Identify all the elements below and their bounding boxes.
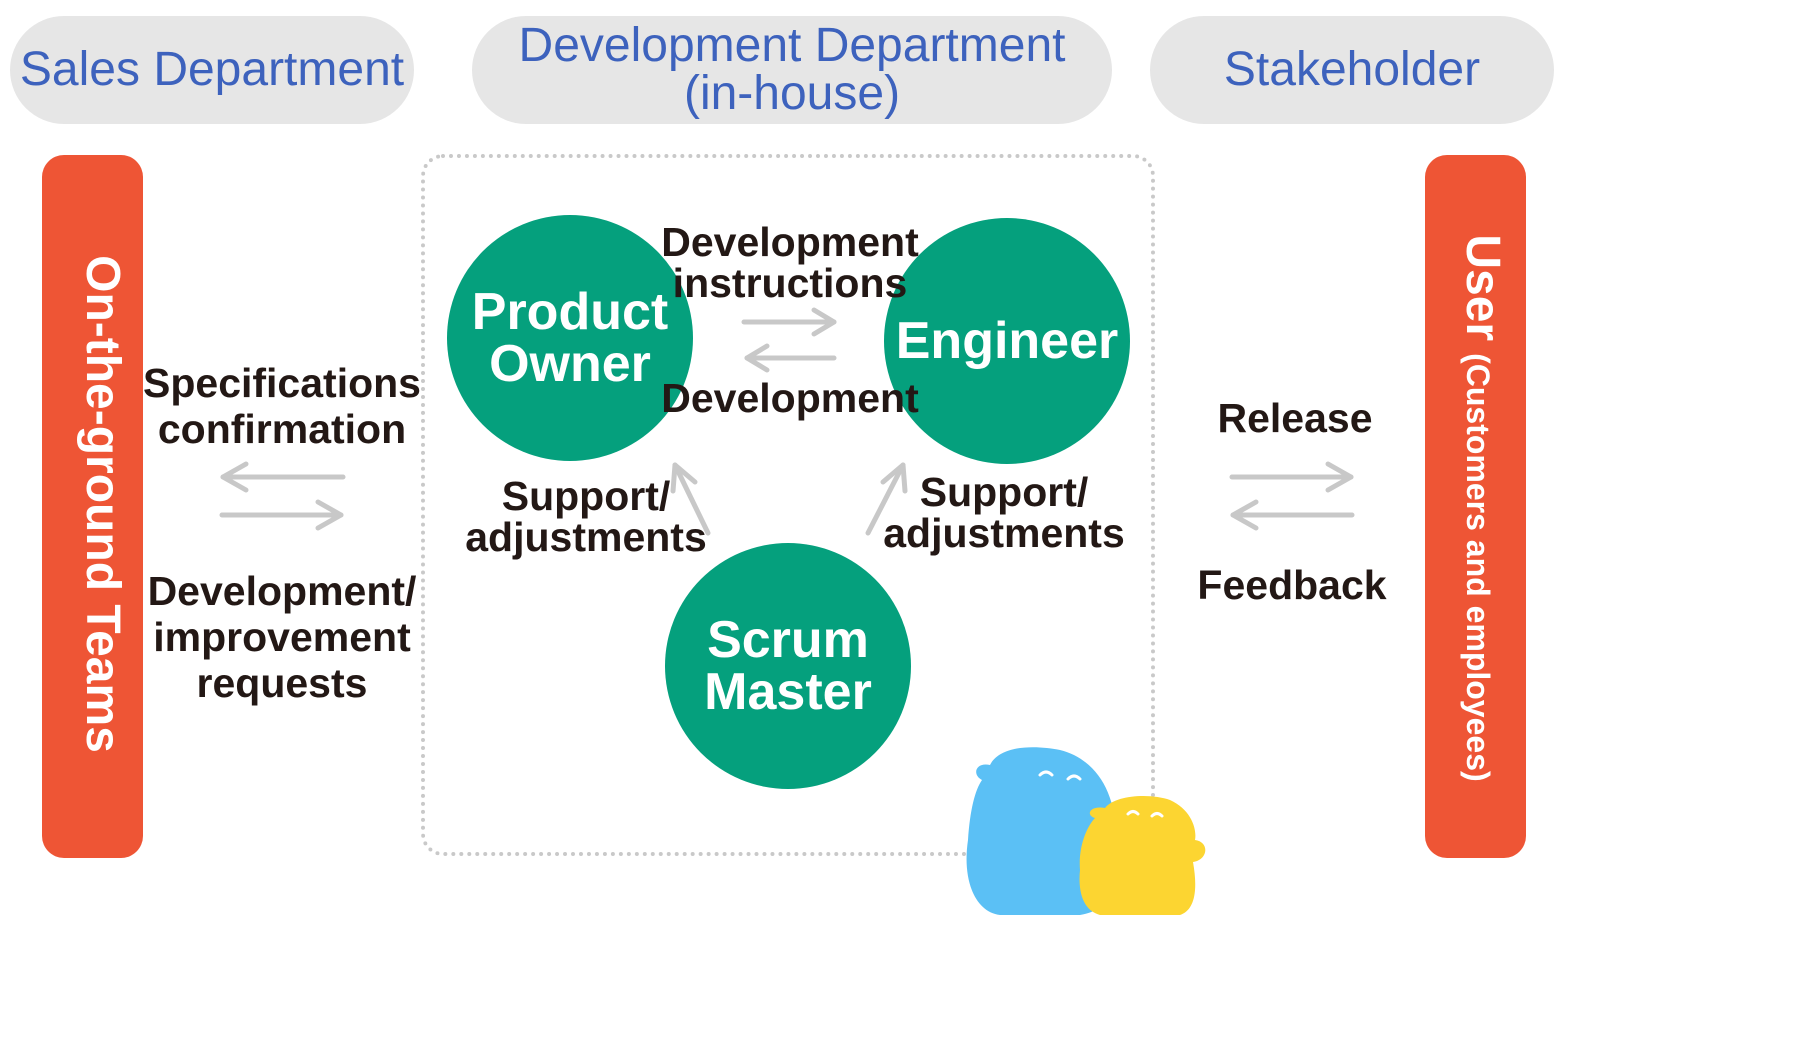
requests-text: requests [196, 660, 368, 706]
development-team-boundary [421, 154, 1155, 856]
arrowhead-engineer-to-po [744, 343, 770, 373]
specifications-confirmation-label: Specifications confirmation [140, 360, 424, 452]
release-text: Release [1217, 395, 1373, 441]
product-owner-line2: Owner [489, 335, 651, 393]
development-department-label-line1: Development Department [518, 19, 1066, 72]
scrum-master-line2: Master [704, 663, 872, 721]
arrowhead-scrum-to-po [670, 462, 698, 494]
right-arrowhead-to-sales [315, 499, 344, 531]
support-left-line1: Support/ [501, 473, 671, 519]
support-adjustments-left-label: Support/ adjustments [465, 473, 707, 560]
arrowhead-feedback [1230, 499, 1259, 531]
development-improvement-requests-label: Development/ improvement requests [140, 568, 424, 706]
product-owner-line1: Product [471, 283, 669, 341]
development-department-header: Development Department (in-house) [472, 16, 1112, 124]
support-left-line2: adjustments [465, 514, 707, 560]
feedback-label: Feedback [1192, 562, 1392, 608]
yellow-mascot-icon [1079, 796, 1206, 915]
user-bar [1425, 155, 1526, 858]
product-owner-circle: Product Owner [447, 215, 693, 461]
stakeholder-label: Stakeholder [1223, 43, 1481, 96]
development-label: Development [660, 375, 920, 421]
support-adjustments-right-label: Support/ adjustments [883, 469, 1125, 556]
support-right-line1: Support/ [919, 469, 1089, 515]
engineer-circle: Engineer [884, 218, 1130, 464]
release-label: Release [1195, 395, 1395, 441]
stakeholder-header: Stakeholder [1150, 16, 1554, 124]
development-instructions-label: Development instructions [660, 222, 920, 304]
improvement-text: improvement [153, 614, 411, 660]
arrow-scrum-to-po [672, 462, 711, 536]
arrowhead-release [1325, 461, 1354, 493]
confirmation-text: confirmation [157, 406, 407, 452]
blue-mascot-icon [966, 747, 1116, 915]
on-the-ground-teams-bar [42, 155, 143, 858]
engineer-text: Engineer [895, 312, 1119, 370]
arrow-scrum-to-engineer [865, 462, 906, 536]
specifications-text: Specifications [143, 360, 421, 406]
feedback-text: Feedback [1197, 562, 1387, 608]
development-text: Development [661, 375, 919, 421]
development-instructions-line2: instructions [672, 260, 908, 306]
support-right-line2: adjustments [883, 510, 1125, 556]
arrowhead-po-to-engineer [811, 307, 837, 337]
arrowhead-scrum-to-engineer [880, 462, 908, 494]
scrum-master-circle: Scrum Master [665, 543, 911, 789]
scrum-master-line1: Scrum [707, 611, 869, 669]
development-department-label-line2: (in-house) [683, 67, 901, 120]
development-instructions-line1: Development [661, 219, 919, 265]
left-arrowhead-to-teams [220, 461, 249, 493]
development-slash-text: Development/ [147, 568, 417, 614]
sales-department-header: Sales Department [10, 16, 414, 124]
sales-department-label: Sales Department [19, 43, 405, 96]
